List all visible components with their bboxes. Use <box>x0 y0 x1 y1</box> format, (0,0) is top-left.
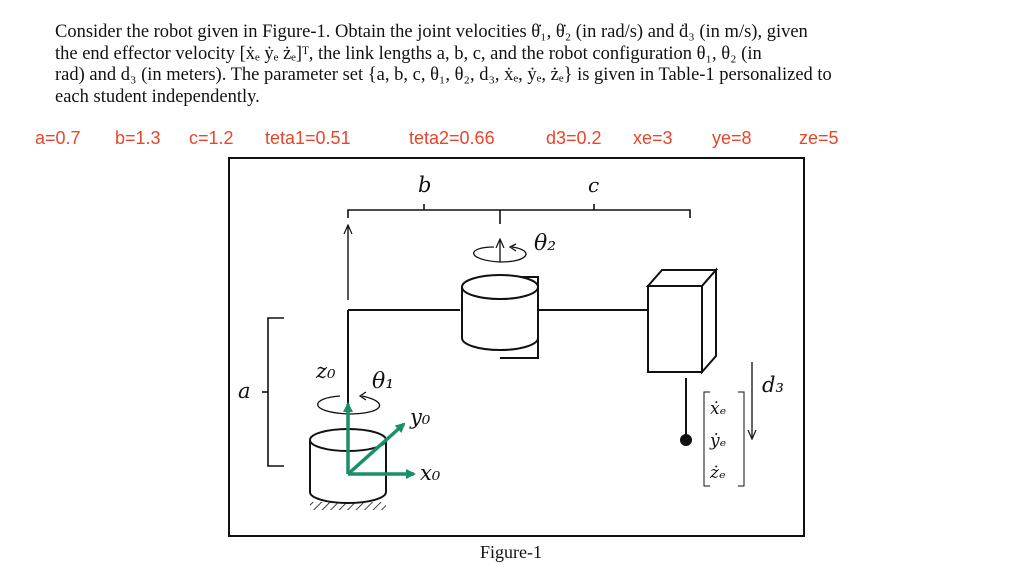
label-b: b <box>418 173 431 197</box>
param-b: b=1.3 <box>115 128 161 148</box>
param-xe: xe=3 <box>633 128 673 148</box>
label-theta2: θ₂ <box>534 231 556 256</box>
velocity-x: ẋₑ <box>710 399 726 419</box>
label-x0: x₀ <box>420 461 441 485</box>
problem-statement: Consider the robot given in Figure-1. Ob… <box>55 22 990 108</box>
label-y0: y₀ <box>409 405 431 429</box>
velocity-z: żₑ <box>709 463 726 483</box>
problem-line: the end effector velocity [ẋₑ ẏₑ żₑ]ᵀ, t… <box>55 43 762 64</box>
param-teta1: teta1=0.51 <box>265 128 351 148</box>
velocity-vector-brackets <box>703 391 745 487</box>
param-ze: ze=5 <box>799 128 839 148</box>
end-effector <box>680 434 692 446</box>
param-teta2: teta2=0.66 <box>409 128 495 148</box>
ground-hatch <box>310 502 386 510</box>
problem-line: rad) and d₃ (in meters). The parameter s… <box>55 65 832 85</box>
label-a: a <box>238 379 251 403</box>
theta2-rotation-icon <box>473 240 527 263</box>
figure-caption: Figure-1 <box>480 542 542 562</box>
base-frame-axes <box>343 402 416 479</box>
label-theta1: θ₁ <box>372 369 394 394</box>
problem-line: each student independently. <box>55 86 260 107</box>
figure-frame <box>228 157 805 537</box>
param-d3: d3=0.2 <box>546 128 602 148</box>
parameter-values: a=0.7 b=1.3 c=1.2 teta1=0.51 teta2=0.66 … <box>35 126 895 152</box>
label-d3: d₃ <box>762 373 784 397</box>
label-c: c <box>588 173 599 197</box>
y0-axis <box>346 422 406 476</box>
problem-line: Consider the robot given in Figure-1. Ob… <box>55 22 808 42</box>
label-z0: z₀ <box>315 359 336 383</box>
param-c: c=1.2 <box>189 128 234 148</box>
velocity-y: ẏₑ <box>709 431 726 451</box>
theta2-joint <box>461 274 539 359</box>
param-ye: ye=8 <box>712 128 752 148</box>
param-a: a=0.7 <box>35 128 81 148</box>
prismatic-joint-box <box>645 267 719 375</box>
dimension-brace-a <box>267 317 284 467</box>
dimension-brace-b-c <box>347 204 691 224</box>
